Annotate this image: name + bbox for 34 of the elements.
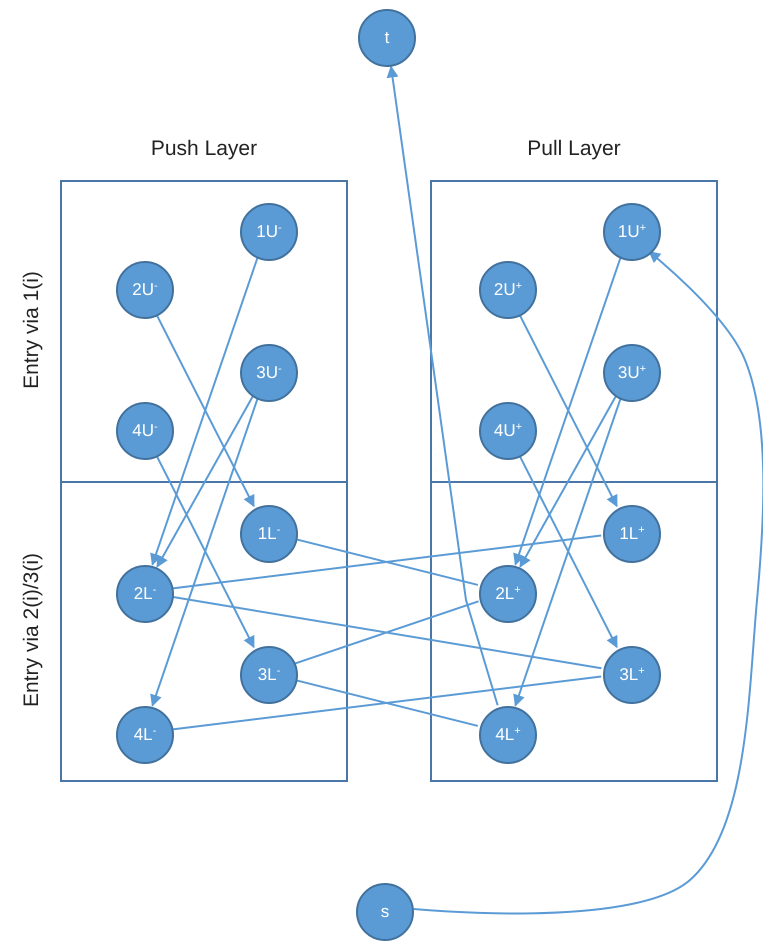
vertex-circle: s <box>356 883 414 941</box>
arrow <box>155 313 255 508</box>
arrow <box>414 250 763 914</box>
arrow <box>513 257 622 566</box>
arrow <box>518 454 618 648</box>
vertex-circle: 2U$^{-}$ <box>116 261 174 319</box>
vertex-circle: 1U$^{-}$ <box>240 203 298 261</box>
arrow <box>513 398 622 707</box>
row-label: Entry via 2(i)/3(i) <box>20 552 44 708</box>
vertex-circle: 2L$^{-}$ <box>116 565 174 623</box>
vertex-circle: 1U$^{+}$ <box>603 203 661 261</box>
vertex-circle: 2U$^{+}$ <box>479 261 537 319</box>
vertex-circle: 4U$^{+}$ <box>479 402 537 460</box>
arrow <box>150 398 259 707</box>
arrow <box>518 313 618 508</box>
vertex-circle: 1L$^{+}$ <box>603 505 661 563</box>
layer-heading: Push Layer <box>150 137 258 161</box>
row-label: Entry via 1(i) <box>20 271 44 389</box>
vertex-circle: 4L$^{-}$ <box>116 706 174 764</box>
arrow <box>156 396 254 568</box>
arrow <box>386 66 499 706</box>
vertex-circle: 1L$^{-}$ <box>240 505 298 563</box>
vertex-circle: t <box>358 9 416 67</box>
arrow <box>519 396 617 568</box>
vertex-circle: 4U$^{-}$ <box>116 402 174 460</box>
arrow <box>155 454 255 648</box>
vertex-circle: 3L$^{+}$ <box>603 646 661 704</box>
vertex-circle: 2L$^{+}$ <box>479 565 537 623</box>
layer-heading: Pull Layer <box>526 137 622 161</box>
vertex-circle: 3U$^{-}$ <box>240 344 298 402</box>
arrow <box>150 257 259 566</box>
vertex-circle: 3L$^{-}$ <box>240 646 298 704</box>
vertex-circle: 3U$^{+}$ <box>603 344 661 402</box>
vertex-circle: 4L$^{+}$ <box>479 706 537 764</box>
